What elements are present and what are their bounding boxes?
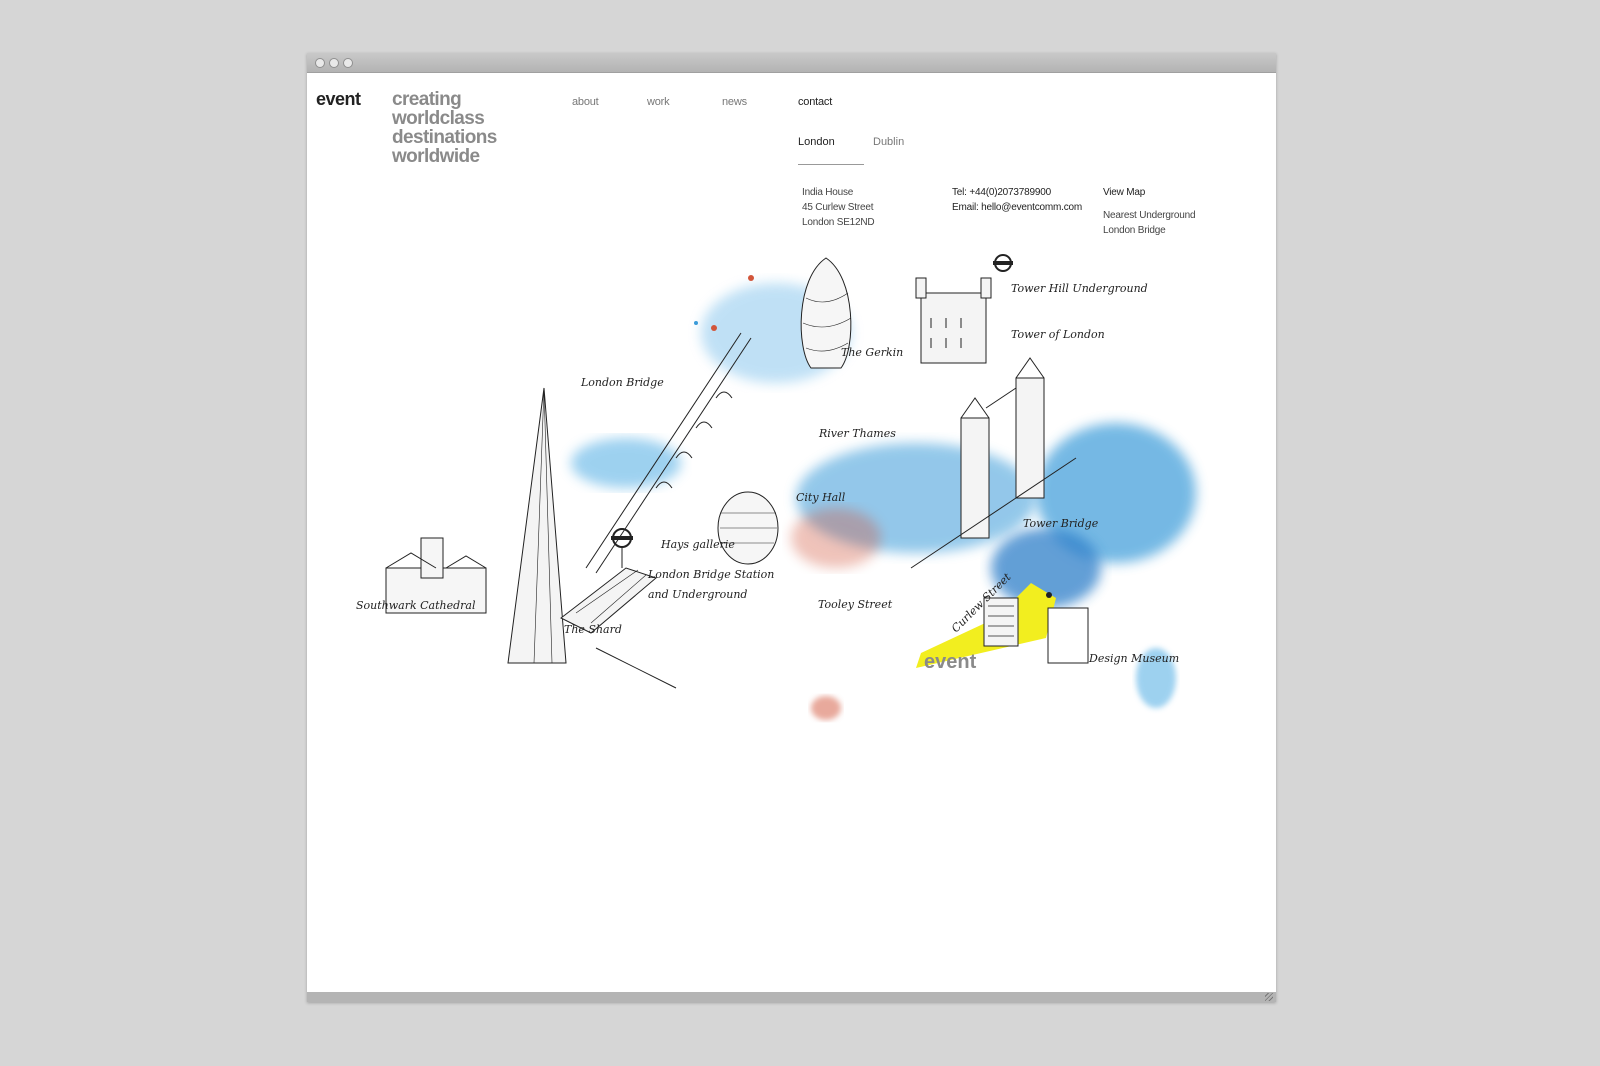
nav-work[interactable]: work	[647, 96, 670, 108]
label-tower-bridge: Tower Bridge	[1023, 517, 1099, 530]
telephone[interactable]: Tel: +44(0)2073789900	[952, 187, 1051, 198]
cathedral-drawing	[385, 537, 487, 614]
resize-grip-icon[interactable]	[1265, 993, 1273, 1001]
tower-of-london-drawing	[915, 277, 992, 364]
tower-hill-roundel-icon	[993, 254, 1013, 272]
label-the-shard: The Shard	[564, 623, 622, 636]
window-status-bar	[307, 992, 1276, 1002]
nav-news[interactable]: news	[722, 96, 747, 108]
underground-label: Nearest Underground	[1103, 210, 1196, 221]
label-design-museum: Design Museum	[1088, 652, 1179, 665]
minimize-window-button[interactable]	[329, 58, 339, 68]
address-line: India House	[802, 187, 854, 198]
zoom-window-button[interactable]	[343, 58, 353, 68]
map-illustration: Tower Hill Underground Tower of London T…	[356, 254, 1196, 720]
close-window-button[interactable]	[315, 58, 325, 68]
label-station-underground: and Underground	[648, 588, 747, 601]
label-station: London Bridge Station	[647, 568, 774, 581]
underground-station: London Bridge	[1103, 225, 1166, 236]
contact-block: Tel: +44(0)2073789900 Email: hello@event…	[952, 185, 1082, 215]
gherkin-drawing	[800, 257, 852, 369]
email-link[interactable]: Email: hello@eventcomm.com	[952, 202, 1082, 213]
station-drawing	[560, 567, 677, 689]
label-london-bridge: London Bridge	[580, 376, 664, 389]
map-info-block: View Map Nearest Underground London Brid…	[1103, 185, 1196, 238]
address-line: London SE12ND	[802, 217, 875, 228]
tower-bridge-drawing	[910, 357, 1077, 569]
india-house-highlight	[916, 583, 1089, 668]
window-titlebar	[307, 53, 1276, 73]
tab-london[interactable]: London	[798, 136, 835, 148]
label-city-hall: City Hall	[796, 491, 846, 504]
london-bridge-drawing	[585, 332, 752, 574]
label-southwark-cathedral: Southwark Cathedral	[356, 599, 476, 612]
site-logo[interactable]: event	[316, 89, 361, 109]
tab-dublin[interactable]: Dublin	[873, 136, 905, 148]
tagline: creating worldclass destinations worldwi…	[392, 90, 497, 166]
illustrated-map: Tower Hill Underground Tower of London T…	[356, 238, 1216, 743]
nav-contact[interactable]: contact	[798, 96, 833, 108]
address-block: India House 45 Curlew Street London SE12…	[802, 185, 875, 230]
tagline-line: destinations	[392, 127, 497, 148]
tagline-line: worldclass	[392, 108, 485, 129]
view-map-link[interactable]: View Map	[1103, 187, 1146, 198]
label-tower-hill-underground: Tower Hill Underground	[1011, 282, 1148, 295]
tagline-line: worldwide	[392, 146, 480, 167]
tagline-line: creating	[392, 89, 462, 110]
browser-window: event creating worldclass destinations w…	[307, 53, 1276, 1002]
label-tower-of-london: Tower of London	[1011, 328, 1105, 341]
label-hays-gallerie: Hays gallerie	[660, 538, 735, 551]
underground-roundel-icon	[611, 528, 633, 568]
address-line: 45 Curlew Street	[802, 202, 874, 213]
city-hall-drawing	[717, 491, 779, 565]
label-tooley-street: Tooley Street	[818, 598, 893, 611]
label-gerkin: The Gerkin	[841, 346, 903, 359]
label-river-thames: River Thames	[818, 427, 896, 440]
map-event-logo: event	[924, 651, 977, 673]
nav-about[interactable]: about	[572, 96, 599, 108]
active-tab-underline	[798, 164, 864, 165]
shard-drawing	[507, 387, 567, 664]
